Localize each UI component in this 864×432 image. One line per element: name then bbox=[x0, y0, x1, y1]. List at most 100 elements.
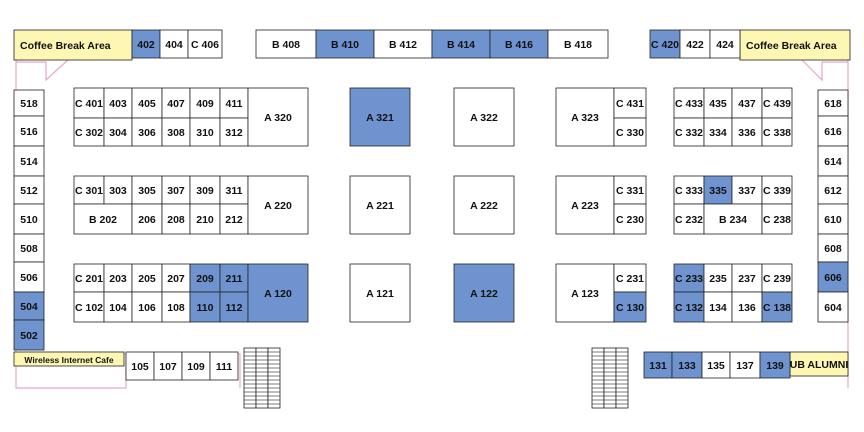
booth-b510[interactable]: 510 bbox=[13, 203, 45, 235]
booth-b131[interactable]: 131 bbox=[643, 351, 673, 379]
booth-b409[interactable]: 409 bbox=[189, 87, 221, 119]
booth-c401[interactable]: C 401 bbox=[73, 87, 105, 119]
booth-b137[interactable]: 137 bbox=[729, 351, 761, 379]
booth-c302[interactable]: C 302 bbox=[73, 117, 105, 147]
booth-c102[interactable]: C 102 bbox=[73, 291, 105, 323]
booth-b205[interactable]: 205 bbox=[131, 263, 163, 293]
booth-b134[interactable]: 134 bbox=[703, 291, 733, 323]
booth-b405[interactable]: 405 bbox=[131, 87, 163, 119]
booth-c231[interactable]: C 231 bbox=[613, 263, 647, 293]
booth-c201[interactable]: C 201 bbox=[73, 263, 105, 293]
booth-b211[interactable]: 211 bbox=[219, 263, 249, 293]
booth-b334[interactable]: 334 bbox=[703, 117, 733, 147]
booth-b105[interactable]: 105 bbox=[125, 351, 155, 381]
booth-a221[interactable]: A 221 bbox=[349, 175, 411, 235]
booth-a321[interactable]: A 321 bbox=[349, 87, 411, 147]
booth-c433[interactable]: C 433 bbox=[673, 87, 705, 119]
booth-b402[interactable]: 402 bbox=[131, 29, 161, 59]
booth-b111[interactable]: 111 bbox=[209, 351, 239, 381]
booth-b304[interactable]: 304 bbox=[103, 117, 133, 147]
booth-b209[interactable]: 209 bbox=[189, 263, 221, 293]
booth-b310[interactable]: 310 bbox=[189, 117, 221, 147]
booth-b435[interactable]: 435 bbox=[703, 87, 733, 119]
booth-c332[interactable]: C 332 bbox=[673, 117, 705, 147]
booth-a223[interactable]: A 223 bbox=[555, 175, 615, 235]
booth-c330[interactable]: C 330 bbox=[613, 117, 647, 147]
booth-b207[interactable]: 207 bbox=[161, 263, 191, 293]
booth-b412[interactable]: B 412 bbox=[373, 29, 433, 59]
booth-a123[interactable]: A 123 bbox=[555, 263, 615, 323]
booth-b108[interactable]: 108 bbox=[161, 291, 191, 323]
booth-b208[interactable]: 208 bbox=[161, 203, 191, 235]
booth-b210[interactable]: 210 bbox=[189, 203, 221, 235]
booth-b504[interactable]: 504 bbox=[13, 291, 45, 321]
booth-c239[interactable]: C 239 bbox=[761, 263, 793, 293]
booth-b106[interactable]: 106 bbox=[131, 291, 163, 323]
booth-b234[interactable]: B 234 bbox=[703, 203, 763, 235]
booth-b508[interactable]: 508 bbox=[13, 233, 45, 263]
booth-b608[interactable]: 608 bbox=[817, 233, 849, 263]
booth-a320[interactable]: A 320 bbox=[247, 87, 309, 147]
booth-c238[interactable]: C 238 bbox=[761, 203, 793, 235]
booth-a220[interactable]: A 220 bbox=[247, 175, 309, 235]
booth-b416[interactable]: B 416 bbox=[489, 29, 549, 59]
booth-b410[interactable]: B 410 bbox=[315, 29, 375, 59]
booth-b422[interactable]: 422 bbox=[679, 29, 711, 59]
booth-c130[interactable]: C 130 bbox=[613, 291, 647, 323]
booth-c406[interactable]: C 406 bbox=[187, 29, 223, 59]
booth-b309[interactable]: 309 bbox=[189, 175, 221, 205]
booth-c420[interactable]: C 420 bbox=[649, 29, 681, 59]
booth-b403[interactable]: 403 bbox=[103, 87, 133, 119]
booth-b202[interactable]: B 202 bbox=[73, 203, 133, 235]
booth-b336[interactable]: 336 bbox=[731, 117, 763, 147]
booth-c138[interactable]: C 138 bbox=[761, 291, 793, 323]
booth-b610[interactable]: 610 bbox=[817, 203, 849, 235]
booth-a122[interactable]: A 122 bbox=[453, 263, 515, 323]
booth-c301[interactable]: C 301 bbox=[73, 175, 105, 205]
booth-b303[interactable]: 303 bbox=[103, 175, 133, 205]
booth-b424[interactable]: 424 bbox=[709, 29, 741, 59]
booth-c331[interactable]: C 331 bbox=[613, 175, 647, 205]
booth-c232[interactable]: C 232 bbox=[673, 203, 705, 235]
booth-b104[interactable]: 104 bbox=[103, 291, 133, 323]
booth-b514[interactable]: 514 bbox=[13, 145, 45, 177]
booth-c338[interactable]: C 338 bbox=[761, 117, 793, 147]
booth-b203[interactable]: 203 bbox=[103, 263, 133, 293]
booth-b112[interactable]: 112 bbox=[219, 291, 249, 323]
booth-b407[interactable]: 407 bbox=[161, 87, 191, 119]
booth-b506[interactable]: 506 bbox=[13, 261, 45, 293]
booth-b437[interactable]: 437 bbox=[731, 87, 763, 119]
booth-b606[interactable]: 606 bbox=[817, 261, 849, 293]
booth-b237[interactable]: 237 bbox=[731, 263, 763, 293]
booth-b612[interactable]: 612 bbox=[817, 175, 849, 205]
booth-a222[interactable]: A 222 bbox=[453, 175, 515, 235]
booth-b616[interactable]: 616 bbox=[817, 115, 849, 147]
booth-b411[interactable]: 411 bbox=[219, 87, 249, 119]
booth-b414[interactable]: B 414 bbox=[431, 29, 491, 59]
booth-b135[interactable]: 135 bbox=[701, 351, 731, 379]
booth-b311[interactable]: 311 bbox=[219, 175, 249, 205]
booth-b306[interactable]: 306 bbox=[131, 117, 163, 147]
booth-b305[interactable]: 305 bbox=[131, 175, 163, 205]
booth-b107[interactable]: 107 bbox=[153, 351, 183, 381]
booth-a322[interactable]: A 322 bbox=[453, 87, 515, 147]
booth-c339[interactable]: C 339 bbox=[761, 175, 793, 205]
booth-b335[interactable]: 335 bbox=[703, 175, 733, 205]
booth-c132[interactable]: C 132 bbox=[673, 291, 705, 323]
booth-c439[interactable]: C 439 bbox=[761, 87, 793, 119]
booth-b614[interactable]: 614 bbox=[817, 145, 849, 177]
booth-b516[interactable]: 516 bbox=[13, 115, 45, 147]
booth-c230[interactable]: C 230 bbox=[613, 203, 647, 235]
booth-b307[interactable]: 307 bbox=[161, 175, 191, 205]
booth-a120[interactable]: A 120 bbox=[247, 263, 309, 323]
booth-b337[interactable]: 337 bbox=[731, 175, 763, 205]
booth-a323[interactable]: A 323 bbox=[555, 87, 615, 147]
booth-b518[interactable]: 518 bbox=[13, 89, 45, 117]
booth-b308[interactable]: 308 bbox=[161, 117, 191, 147]
booth-b133[interactable]: 133 bbox=[671, 351, 703, 379]
booth-b618[interactable]: 618 bbox=[817, 89, 849, 117]
booth-b110[interactable]: 110 bbox=[189, 291, 221, 323]
booth-b136[interactable]: 136 bbox=[731, 291, 763, 323]
booth-b212[interactable]: 212 bbox=[219, 203, 249, 235]
booth-b502[interactable]: 502 bbox=[13, 319, 45, 351]
